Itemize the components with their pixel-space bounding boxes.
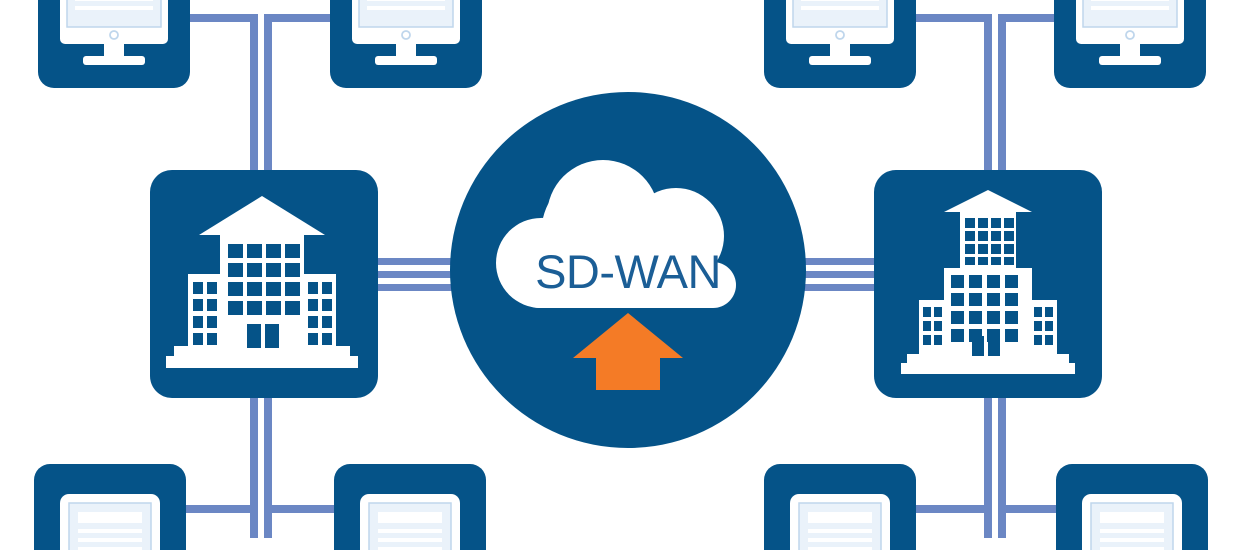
- sd-wan-cloud-node[interactable]: SD-WAN: [450, 92, 806, 448]
- endpoint-top-left-2[interactable]: [329, 0, 483, 89]
- desktop-monitor-icon: [37, 0, 191, 89]
- cloud-icon: [496, 160, 736, 308]
- endpoint-bottom-right-2[interactable]: [1055, 463, 1209, 550]
- tablet-device-icon: [1055, 463, 1209, 550]
- cloud-label: SD-WAN: [535, 245, 721, 298]
- endpoint-top-right-1[interactable]: [763, 0, 917, 89]
- office-building-icon: [150, 170, 378, 398]
- tablet-device-icon: [33, 463, 187, 550]
- desktop-monitor-icon: [329, 0, 483, 89]
- desktop-monitor-icon: [763, 0, 917, 89]
- tablet-device-icon: [333, 463, 487, 550]
- endpoint-bottom-left-2[interactable]: [333, 463, 487, 550]
- skyscraper-building-icon: [874, 170, 1102, 398]
- site-right[interactable]: [874, 170, 1102, 398]
- endpoint-bottom-left-1[interactable]: [33, 463, 187, 550]
- tablet-device-icon: [763, 463, 917, 550]
- upload-arrow-icon: [573, 313, 683, 390]
- link-cloud-to-right-site[interactable]: [756, 258, 882, 291]
- link-cloud-to-left-site[interactable]: [374, 258, 500, 291]
- endpoint-top-right-2[interactable]: [1053, 0, 1207, 89]
- site-left[interactable]: [150, 170, 378, 398]
- desktop-monitor-icon: [1053, 0, 1207, 89]
- endpoint-bottom-right-1[interactable]: [763, 463, 917, 550]
- endpoint-top-left-1[interactable]: [37, 0, 191, 89]
